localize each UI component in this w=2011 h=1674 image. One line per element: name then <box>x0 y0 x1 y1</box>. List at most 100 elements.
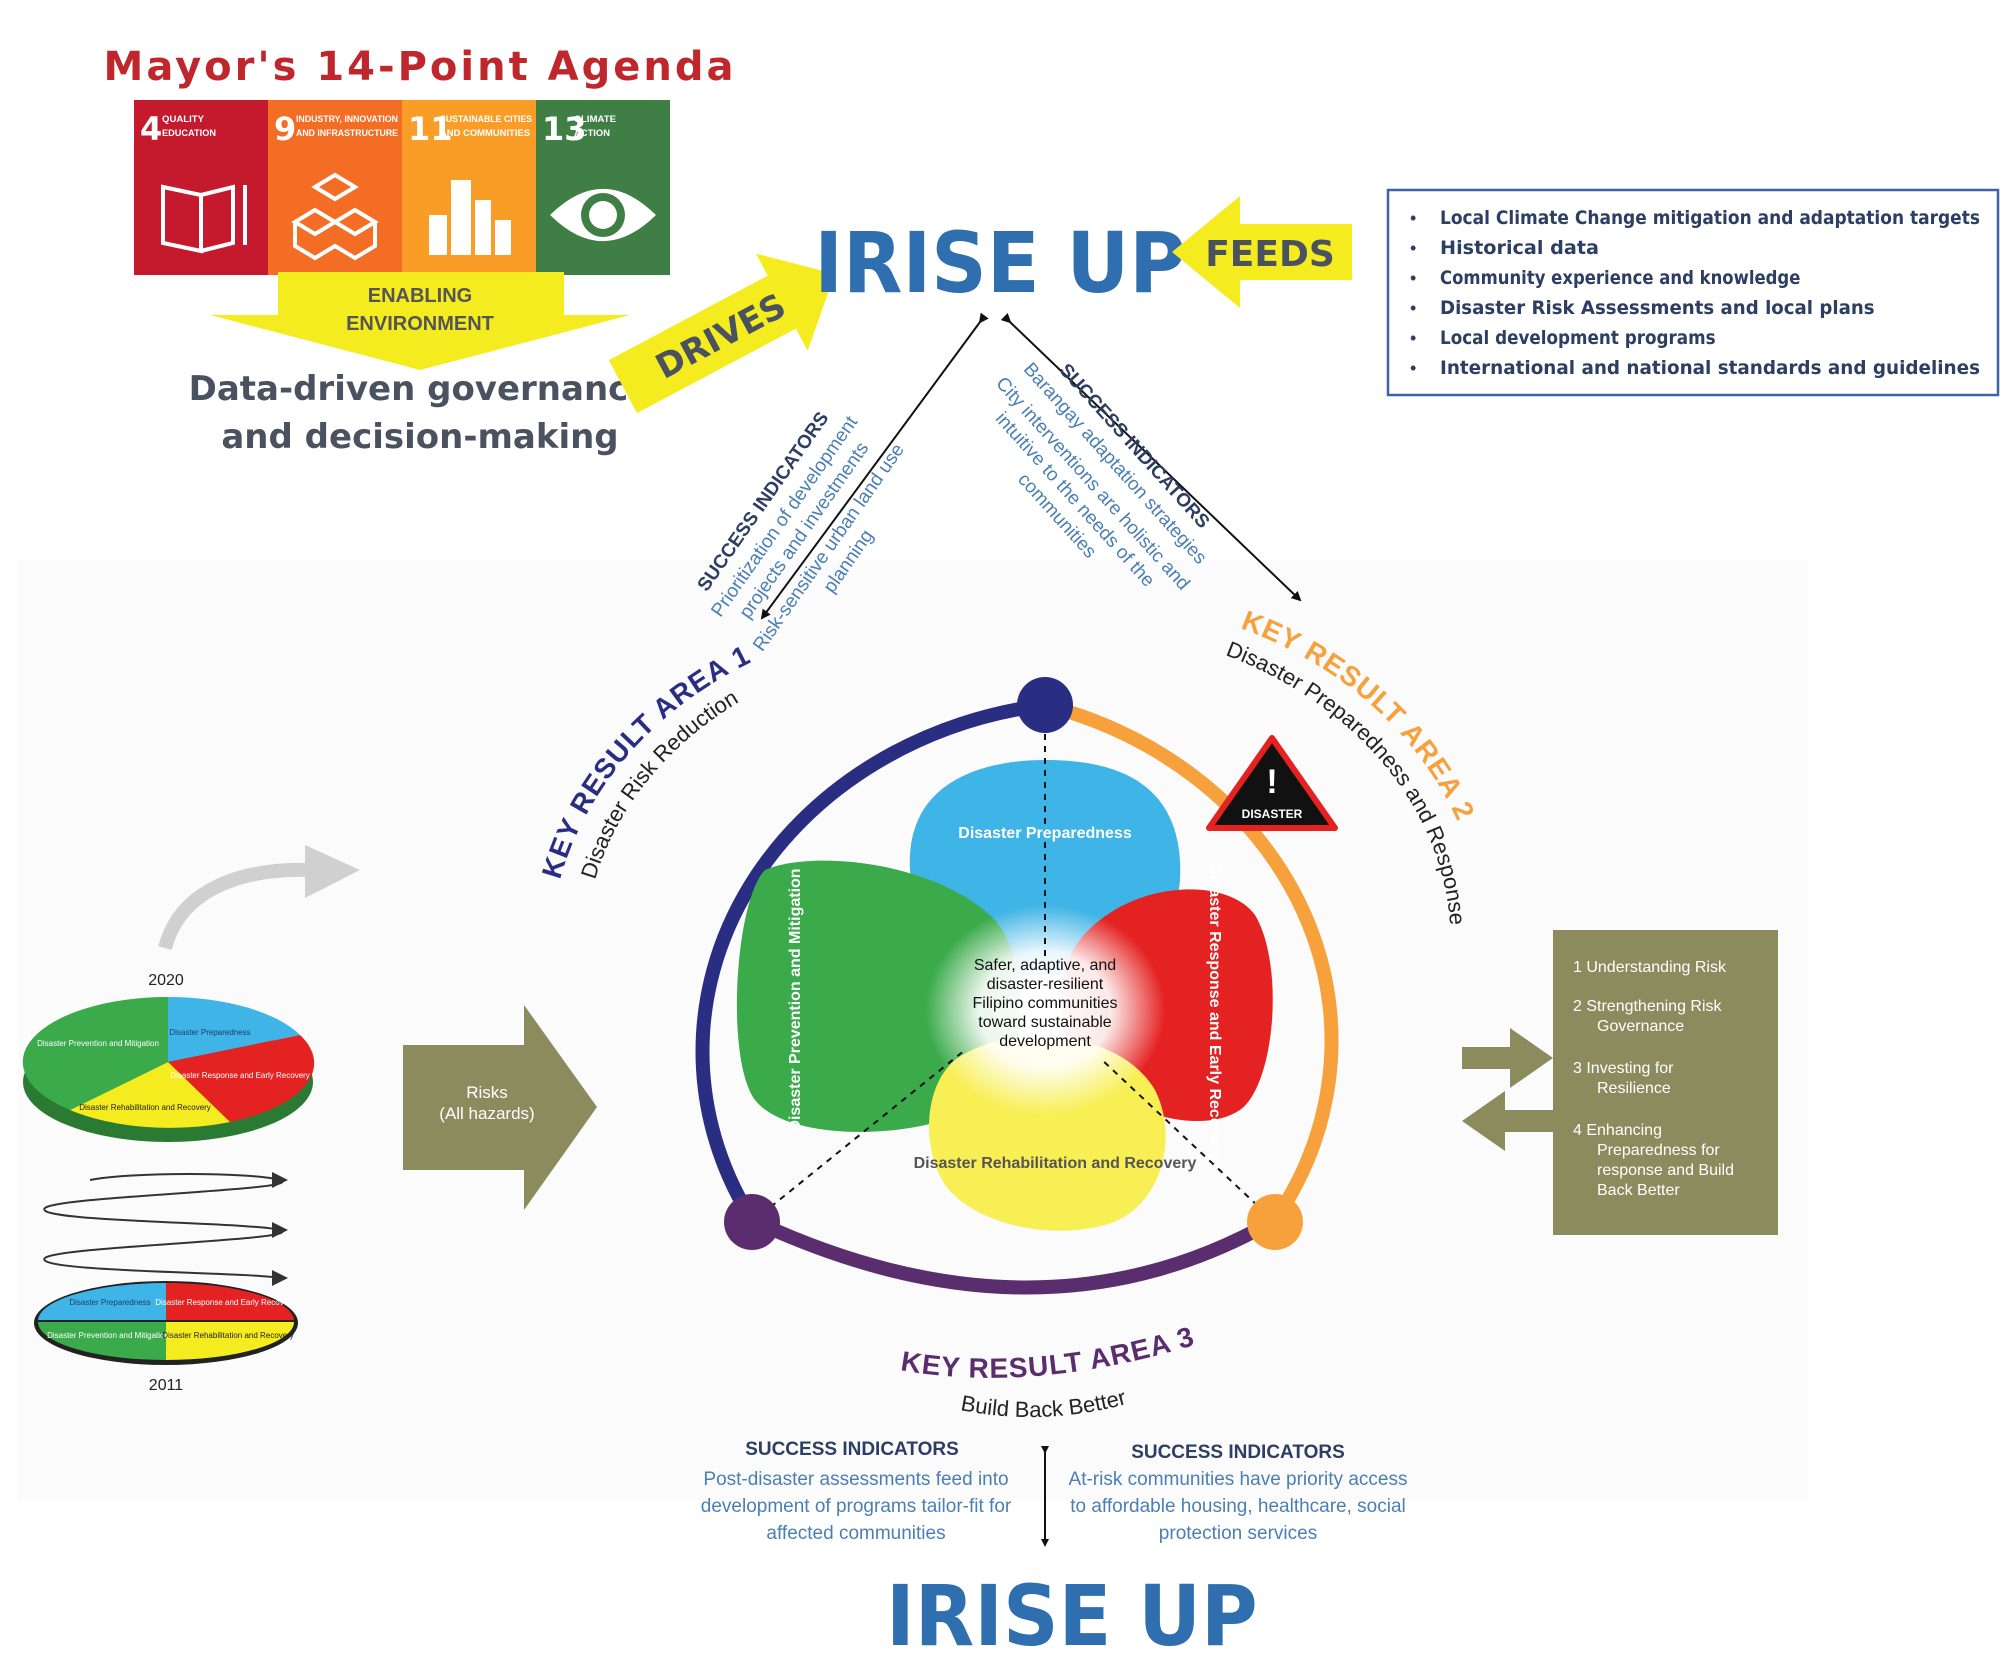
exchange-arrow-out <box>1462 1091 1553 1151</box>
input-item: Community experience and knowledge <box>1440 267 1800 289</box>
input-item: Historical data <box>1440 237 1599 259</box>
city-buildings-icon <box>429 180 511 255</box>
svg-text:Disaster Preparedness: Disaster Preparedness <box>169 1028 250 1037</box>
priority-item: 1 Understanding Risk <box>1573 959 1727 976</box>
node-kra3 <box>724 1194 780 1250</box>
input-item: Local development programs <box>1440 327 1716 349</box>
svg-text:Safer, adaptive, and: Safer, adaptive, and <box>974 957 1116 974</box>
sdg-label: AND INFRASTRUCTURE <box>296 128 398 138</box>
priority-item: Governance <box>1597 1018 1684 1035</box>
sdg-number: 11 <box>408 110 453 148</box>
enabling-label-2: ENVIRONMENT <box>346 313 494 335</box>
governance-label-1: Data-driven governance <box>189 369 652 409</box>
svg-text:Disaster Preparedness: Disaster Preparedness <box>69 1298 150 1307</box>
svg-text:Disaster Prevention and Mitiga: Disaster Prevention and Mitigation <box>37 1039 159 1048</box>
pie-2020: Disaster Prevention and Mitigation Disas… <box>22 996 315 1142</box>
dashed-line-right <box>1099 1057 1276 1223</box>
svg-text:Disaster Rehabilitation and Re: Disaster Rehabilitation and Recovery <box>79 1103 211 1112</box>
year-2011: 2011 <box>149 1377 184 1394</box>
svg-text:development of programs tailor: development of programs tailor-fit for <box>701 1496 1012 1517</box>
svg-text:SUCCESS INDICATORS: SUCCESS INDICATORS <box>745 1439 959 1460</box>
sdg-number: 4 <box>140 110 162 148</box>
svg-text:At-risk communities have prior: At-risk communities have priority access <box>1069 1469 1408 1490</box>
agenda-title: Mayor's 14-Point Agenda <box>104 44 737 90</box>
svg-text:to affordable housing, healthc: to affordable housing, healthcare, socia… <box>1070 1496 1406 1517</box>
cubes-icon <box>291 172 379 261</box>
sdg-label: QUALITY <box>162 114 204 124</box>
inputs-border <box>1386 188 2000 397</box>
evolution-arrow-head <box>305 845 360 898</box>
kra3-ring-segment <box>749 1213 1279 1295</box>
governance-label-2: and decision-making <box>221 417 618 457</box>
exchange-arrow-in <box>1462 1028 1553 1088</box>
sdg-label: ACTION <box>574 128 610 138</box>
input-item: Local Climate Change mitigation and adap… <box>1440 207 1980 229</box>
sdg-label: INDUSTRY, INNOVATION <box>296 114 398 124</box>
petal-label-response: Disaster Response and Early Recovery <box>1206 863 1223 1160</box>
success-indicators-bottom-right: SUCCESS INDICATORS At-risk communities h… <box>1069 1442 1408 1544</box>
svg-text:Disaster Prevention and Mitiga: Disaster Prevention and Mitigation <box>47 1331 169 1340</box>
priority-item: Preparedness for <box>1597 1142 1720 1159</box>
sdg-label: AND COMMUNITIES <box>440 128 530 138</box>
svg-text:toward sustainable: toward sustainable <box>978 1014 1112 1031</box>
svg-text:!: ! <box>1266 763 1277 801</box>
svg-text:affected communities: affected communities <box>766 1523 945 1544</box>
svg-text:Disaster Rehabilitation and Re: Disaster Rehabilitation and Recovery <box>162 1331 294 1340</box>
bullet: • <box>1410 358 1416 378</box>
inputs-list: • Local Climate Change mitigation and ada… <box>1410 207 1980 379</box>
sdg-number: 9 <box>274 110 296 148</box>
pie-2011: Disaster Preparedness Disaster Response … <box>34 1281 298 1365</box>
irise-up-title-top: IRISE UP <box>814 215 1186 313</box>
svg-text:protection services: protection services <box>1159 1523 1317 1544</box>
year-2020: 2020 <box>148 972 184 989</box>
feeds-label: FEEDS <box>1205 234 1335 275</box>
bullet: • <box>1410 328 1416 348</box>
risks-arrow: Risks (All hazards) <box>403 1005 597 1210</box>
bullet: • <box>1410 238 1416 258</box>
evolution-curved-arrow <box>158 862 311 951</box>
kra1-ring-segment <box>695 698 1046 1224</box>
success-indicators-bottom-left: SUCCESS INDICATORS Post-disaster assessm… <box>701 1439 1012 1544</box>
svg-text:Post-disaster assessments feed: Post-disaster assessments feed into <box>703 1469 1008 1490</box>
input-item: Disaster Risk Assessments and local plan… <box>1440 297 1875 319</box>
risks-label-2: (All hazards) <box>439 1104 534 1123</box>
petal-label-prevention: Disaster Prevention and Mitigation <box>787 868 804 1131</box>
sdg-label: SUSTAINABLE CITIES <box>440 114 532 124</box>
left-double-arrow <box>760 312 989 620</box>
svg-text:disaster-resilient: disaster-resilient <box>987 976 1104 993</box>
eye-earth-icon <box>550 189 656 241</box>
bullet: • <box>1410 298 1416 318</box>
priority-item: 4 Enhancing <box>1573 1122 1662 1139</box>
node-kra1 <box>1017 677 1073 733</box>
feeds-arrow: FEEDS <box>1172 196 1352 308</box>
priorities-panel <box>1553 930 1778 1235</box>
inputs-box: • Local Climate Change mitigation and ada… <box>1386 188 2000 397</box>
svg-text:Disaster Response and Early Re: Disaster Response and Early Recovery <box>170 1071 310 1080</box>
enabling-environment-arrow <box>210 272 630 370</box>
priority-item: 3 Investing for <box>1573 1060 1674 1077</box>
petal-label-preparedness: Disaster Preparedness <box>958 825 1132 842</box>
enabling-label-1: ENABLING <box>368 285 472 307</box>
dashed-line-left <box>751 1049 966 1223</box>
svg-text:Disaster Response and Early Re: Disaster Response and Early Recovery <box>155 1298 295 1307</box>
priority-item: Back Better <box>1597 1182 1680 1199</box>
center-vision-text: Safer, adaptive, and disaster-resilient … <box>973 957 1118 1050</box>
priority-item: Resilience <box>1597 1080 1671 1097</box>
petal-label-rehabilitation: Disaster Rehabilitation and Recovery <box>914 1155 1197 1172</box>
svg-text:Filipino communities: Filipino communities <box>973 995 1118 1012</box>
kra2-ring-segment <box>1043 698 1339 1224</box>
irise-up-title-bottom: IRISE UP <box>886 1568 1258 1666</box>
svg-text:SUCCESS INDICATORS: SUCCESS INDICATORS <box>1131 1442 1345 1463</box>
sdg-label: CLIMATE <box>574 114 616 124</box>
sdg-number: 13 <box>542 110 587 148</box>
disaster-label: DISASTER <box>1242 807 1303 821</box>
disaster-warning-icon: ! DISASTER <box>1206 735 1338 831</box>
